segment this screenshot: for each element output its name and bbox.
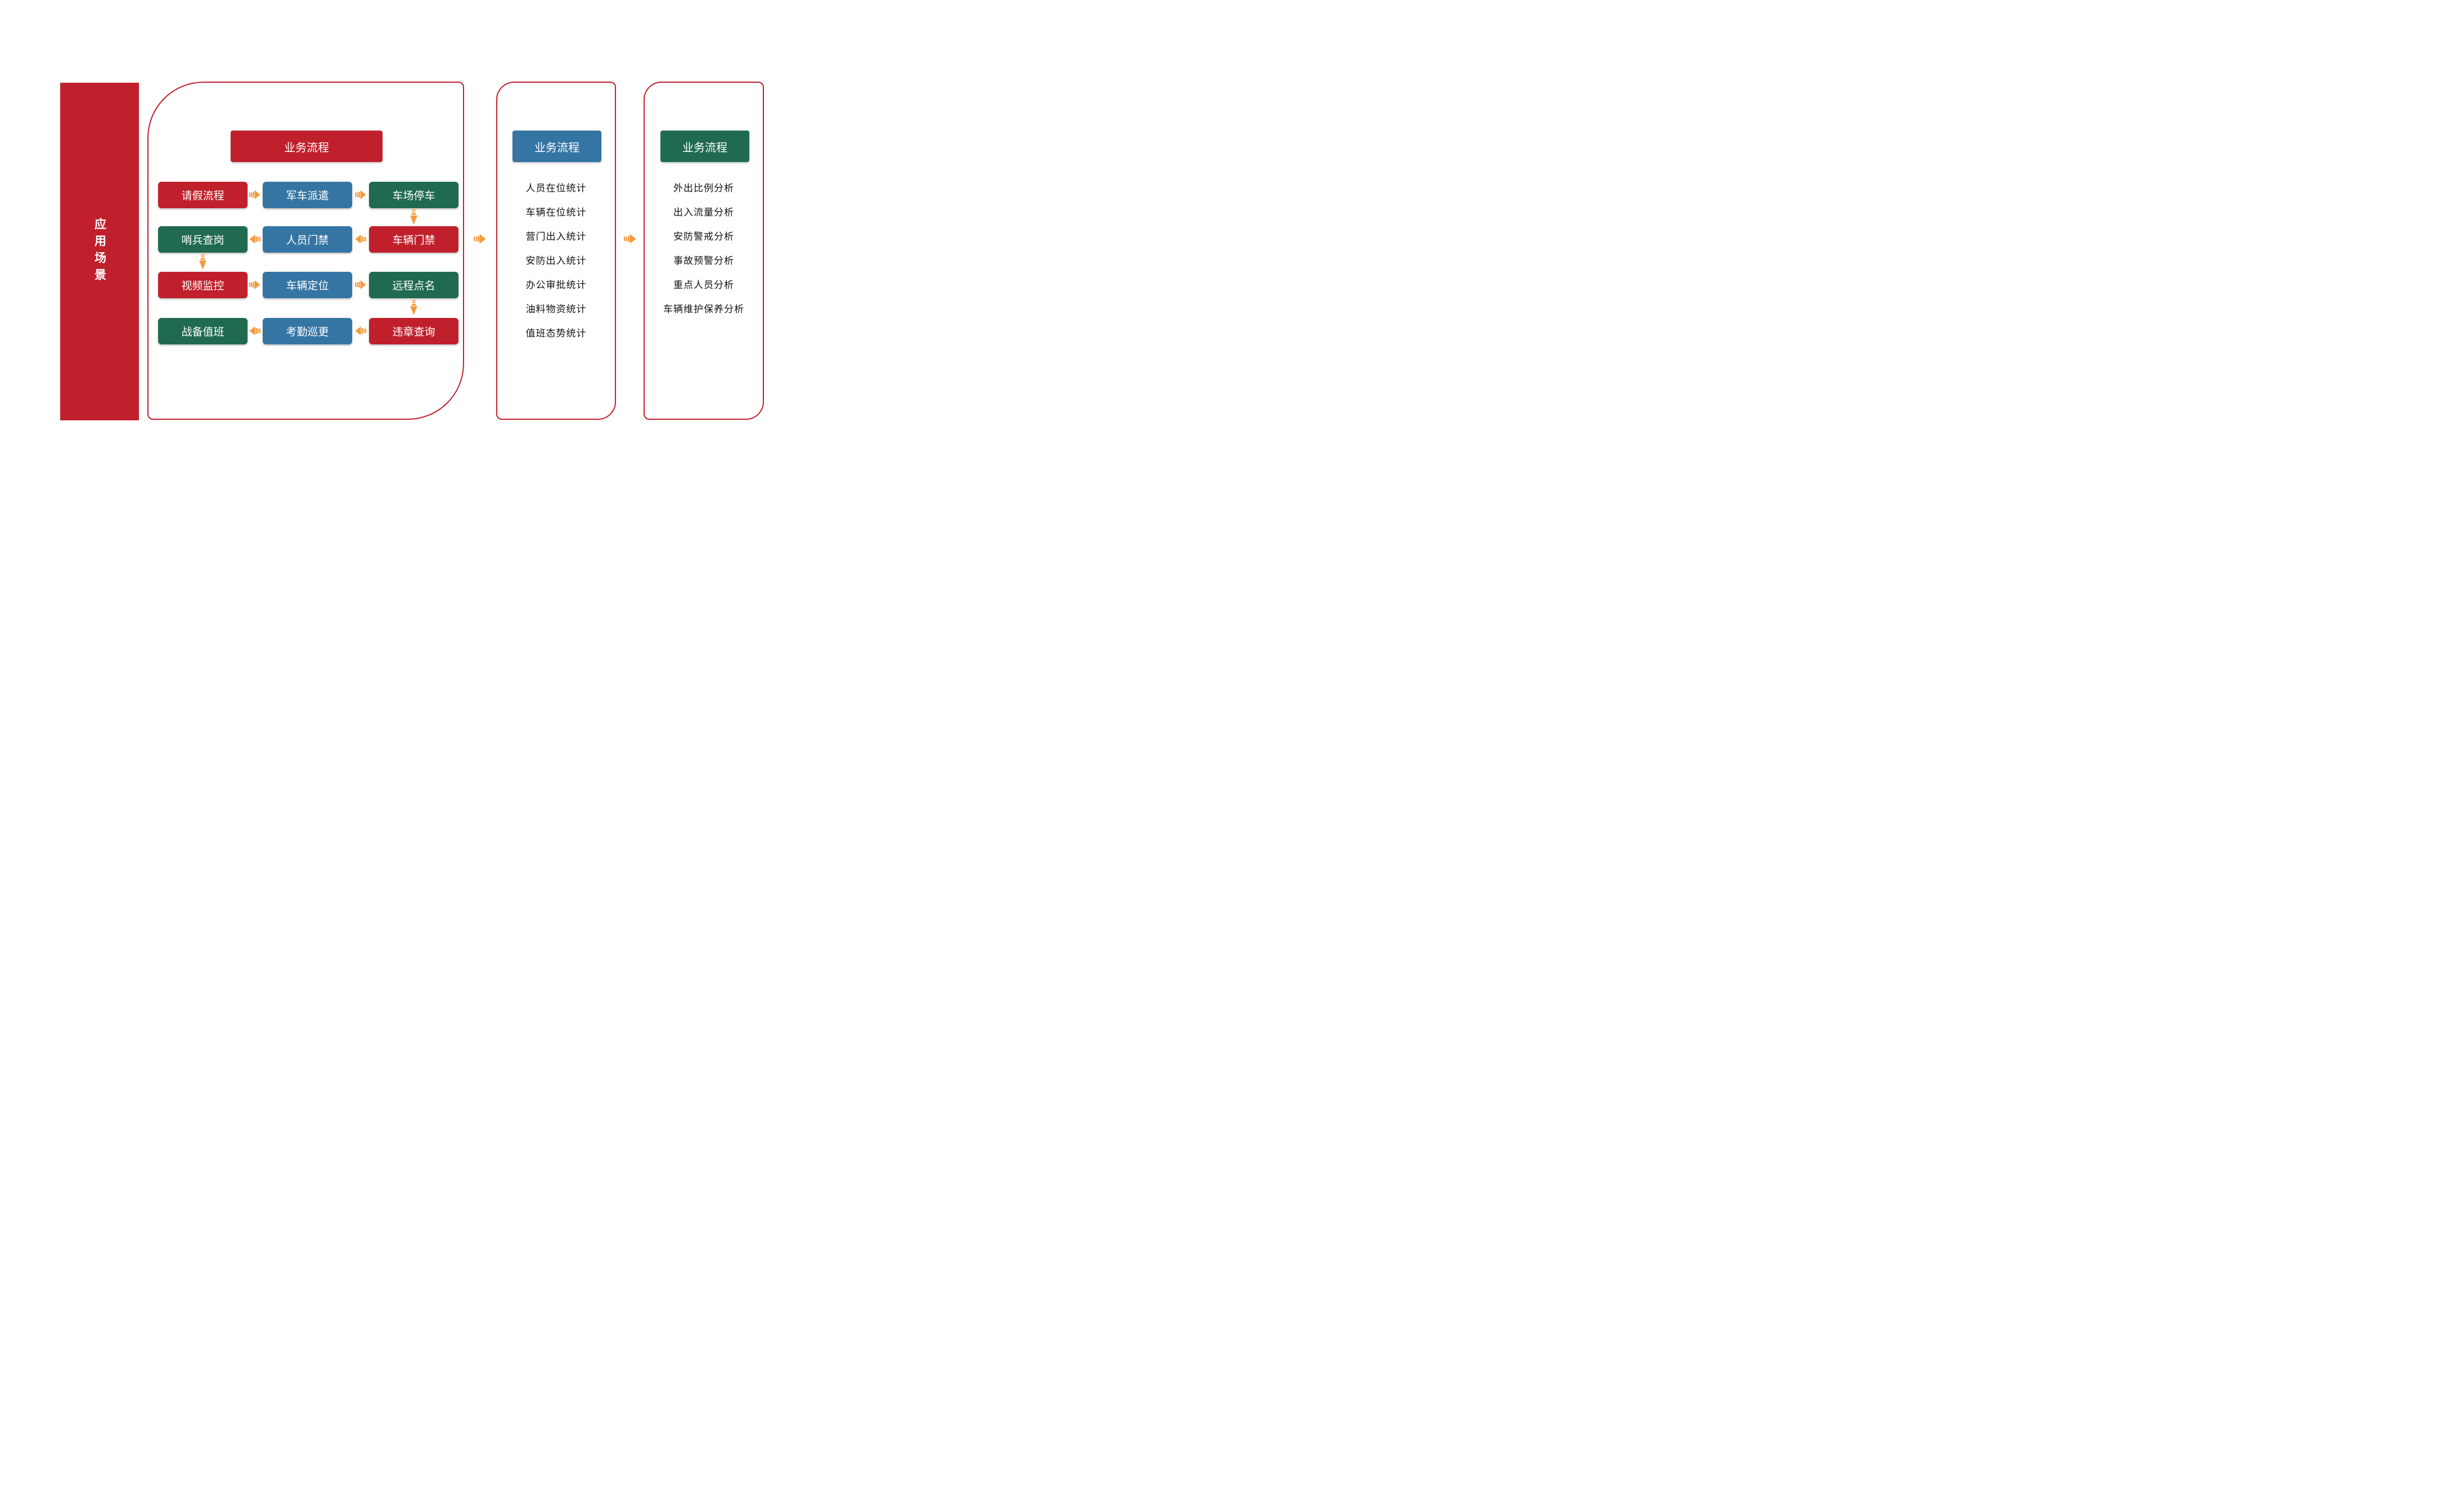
- flow-arrow-down-icon: [199, 254, 207, 270]
- flow-box-vehicle-locate: 车辆定位: [263, 272, 352, 298]
- flow-box-remote-rollcall: 远程点名: [369, 272, 458, 298]
- list-item: 安防警戒分析: [673, 231, 734, 242]
- flow-box-attendance-patrol: 考勤巡更: [263, 318, 352, 344]
- statistics-header: 业务流程: [512, 131, 601, 162]
- flow-arrow-left-icon: [355, 326, 366, 335]
- analysis-list: 外出比例分析 出入流量分析 安防警戒分析 事故预警分析 重点人员分析 车辆维护保…: [645, 175, 763, 320]
- list-item: 油料物资统计: [525, 304, 587, 315]
- list-item: 车辆在位统计: [525, 207, 587, 218]
- application-scenarios-diagram: 应用场景 业务流程 请假流程 军车派遣 车场停车 哨兵查岗 人员门禁 车辆门禁 …: [0, 0, 821, 498]
- analysis-panel: 业务流程 外出比例分析 出入流量分析 安防警戒分析 事故预警分析 重点人员分析 …: [644, 82, 764, 420]
- flow-arrow-left-icon: [249, 326, 260, 335]
- flow-arrow-right-icon: [249, 280, 260, 289]
- flow-box-violation-query: 违章查询: [369, 318, 458, 344]
- flow-box-vehicle-dispatch: 军车派遣: [263, 182, 352, 208]
- analysis-header: 业务流程: [660, 131, 749, 162]
- flow-box-person-access: 人员门禁: [263, 226, 352, 253]
- flow-box-video-monitor: 视频监控: [158, 272, 248, 298]
- list-item: 车辆维护保养分析: [663, 304, 744, 315]
- business-flow-header: 业务流程: [231, 131, 383, 162]
- flow-arrow-left-icon: [249, 235, 260, 244]
- flow-arrow-down-icon: [410, 209, 418, 225]
- statistics-list: 人员在位统计 车辆在位统计 营门出入统计 安防出入统计 办公审批统计 油料物资统…: [497, 175, 615, 344]
- list-item: 营门出入统计: [525, 231, 587, 242]
- business-flow-panel: 业务流程 请假流程 军车派遣 车场停车 哨兵查岗 人员门禁 车辆门禁 视频监控 …: [147, 82, 464, 420]
- statistics-panel: 业务流程 人员在位统计 车辆在位统计 营门出入统计 安防出入统计 办公审批统计 …: [496, 82, 616, 420]
- list-item: 安防出入统计: [525, 255, 587, 266]
- flow-box-combat-duty: 战备值班: [158, 318, 248, 344]
- flow-arrow-left-icon: [355, 235, 366, 244]
- flow-box-vehicle-access: 车辆门禁: [369, 226, 458, 253]
- scenario-sidebar-label: 应用场景: [93, 218, 106, 285]
- flow-arrow-down-icon: [410, 300, 418, 316]
- panel-link-arrow-icon: [474, 234, 486, 244]
- flow-box-sentry-check: 哨兵查岗: [158, 226, 248, 253]
- panel-link-arrow-icon: [624, 234, 636, 244]
- list-item: 事故预警分析: [673, 255, 734, 266]
- list-item: 出入流量分析: [673, 207, 734, 218]
- flow-box-leave-process: 请假流程: [158, 182, 248, 208]
- flow-arrow-right-icon: [355, 280, 366, 289]
- list-item: 人员在位统计: [525, 183, 587, 194]
- list-item: 办公审批统计: [525, 280, 587, 290]
- flow-arrow-right-icon: [249, 190, 260, 199]
- scenario-sidebar: 应用场景: [60, 83, 139, 420]
- list-item: 重点人员分析: [673, 280, 734, 290]
- flow-box-lot-parking: 车场停车: [369, 182, 458, 208]
- flow-arrow-right-icon: [355, 190, 366, 199]
- list-item: 值班态势统计: [525, 328, 587, 339]
- list-item: 外出比例分析: [673, 183, 734, 194]
